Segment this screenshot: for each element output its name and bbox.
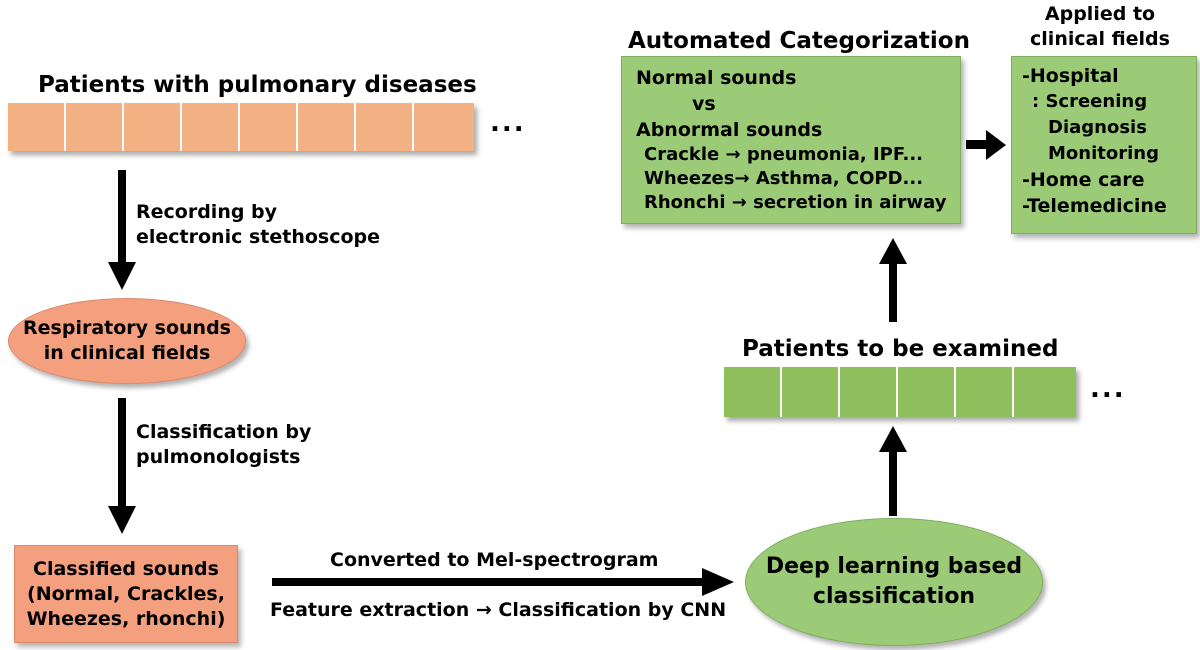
classified-sounds-line1: Classified sounds bbox=[33, 557, 219, 580]
categorization-title: Automated Categorization bbox=[628, 28, 970, 54]
categorization-rhonchi: Rhonchi → secretion in airway bbox=[644, 192, 947, 213]
applied-screening: : Screening bbox=[1032, 91, 1148, 112]
recording-label-line2: electronic stethoscope bbox=[136, 226, 381, 248]
patient-cell bbox=[182, 103, 240, 151]
applied-home-care: -Home care bbox=[1022, 169, 1145, 191]
applied-telemedicine: -Telemedicine bbox=[1022, 195, 1167, 217]
deep-learning-line1: Deep learning based bbox=[765, 554, 1023, 579]
respiratory-sounds-line2: in clinical fields bbox=[43, 342, 211, 364]
mel-spectrogram-label: Converted to Mel-spectrogram bbox=[330, 549, 659, 571]
arrow-up-to-categorization bbox=[879, 238, 907, 322]
patient-cell bbox=[1014, 367, 1076, 417]
feature-extraction-label: Feature extraction → Classification by C… bbox=[270, 599, 727, 621]
applied-title: Applied to clinical fields bbox=[1010, 2, 1190, 52]
respiratory-sounds-line1: Respiratory sounds bbox=[23, 317, 231, 339]
deep-learning-node: Deep learning based classification bbox=[745, 518, 1043, 646]
pulmonologist-label: Classification by pulmonologists bbox=[136, 420, 311, 470]
applied-title-line2: clinical fields bbox=[1030, 28, 1170, 50]
categorization-normal: Normal sounds bbox=[636, 67, 797, 89]
arrow-down-classification bbox=[108, 398, 136, 534]
applied-monitoring: Monitoring bbox=[1048, 143, 1159, 164]
pulmonary-patients-strip bbox=[8, 103, 474, 151]
pulmonologist-label-line1: Classification by bbox=[136, 421, 312, 443]
categorization-box: Normal sounds vs Abnormal sounds Crackle… bbox=[621, 56, 961, 224]
applied-box: -Hospital : Screening Diagnosis Monitori… bbox=[1011, 56, 1197, 234]
categorization-abnormal: Abnormal sounds bbox=[636, 119, 823, 141]
arrow-right-applied bbox=[966, 130, 1006, 160]
examined-patients-title: Patients to be examined bbox=[742, 336, 1059, 362]
pulmonary-patients-title: Patients with pulmonary diseases bbox=[38, 72, 477, 98]
arrow-right-conversion bbox=[272, 568, 734, 596]
arrow-up-to-examined bbox=[879, 426, 907, 516]
pulmonologist-label-line2: pulmonologists bbox=[136, 446, 301, 468]
classified-sounds-line2: (Normal, Crackles, bbox=[27, 582, 225, 605]
deep-learning-line2: classification bbox=[812, 584, 976, 609]
classified-sounds-line3: Wheezes, rhonchi) bbox=[26, 607, 226, 630]
patient-cell bbox=[782, 367, 840, 417]
patient-cell bbox=[840, 367, 898, 417]
patient-cell bbox=[66, 103, 124, 151]
patient-cell bbox=[298, 103, 356, 151]
patient-cell bbox=[898, 367, 956, 417]
categorization-wheezes: Wheezes→ Asthma, COPD... bbox=[644, 168, 924, 189]
examined-patients-ellipsis: ... bbox=[1090, 374, 1126, 404]
respiratory-sounds-node: Respiratory sounds in clinical fields bbox=[8, 298, 246, 384]
patient-cell bbox=[414, 103, 474, 151]
pulmonary-patients-ellipsis: ... bbox=[490, 108, 526, 138]
patient-cell bbox=[724, 367, 782, 417]
patient-cell bbox=[124, 103, 182, 151]
applied-title-line1: Applied to bbox=[1044, 3, 1156, 25]
patient-cell bbox=[8, 103, 66, 151]
patient-cell bbox=[356, 103, 414, 151]
applied-hospital: -Hospital bbox=[1022, 65, 1119, 87]
recording-label: Recording by electronic stethoscope bbox=[136, 200, 380, 250]
examined-patients-strip bbox=[724, 367, 1076, 417]
categorization-vs: vs bbox=[692, 93, 716, 115]
patient-cell bbox=[956, 367, 1014, 417]
arrow-down-recording bbox=[108, 170, 136, 290]
classified-sounds-node: Classified sounds (Normal, Crackles, Whe… bbox=[14, 545, 238, 643]
patient-cell bbox=[240, 103, 298, 151]
recording-label-line1: Recording by bbox=[136, 201, 278, 223]
categorization-crackle: Crackle → pneumonia, IPF... bbox=[644, 144, 923, 165]
applied-diagnosis: Diagnosis bbox=[1048, 117, 1147, 138]
